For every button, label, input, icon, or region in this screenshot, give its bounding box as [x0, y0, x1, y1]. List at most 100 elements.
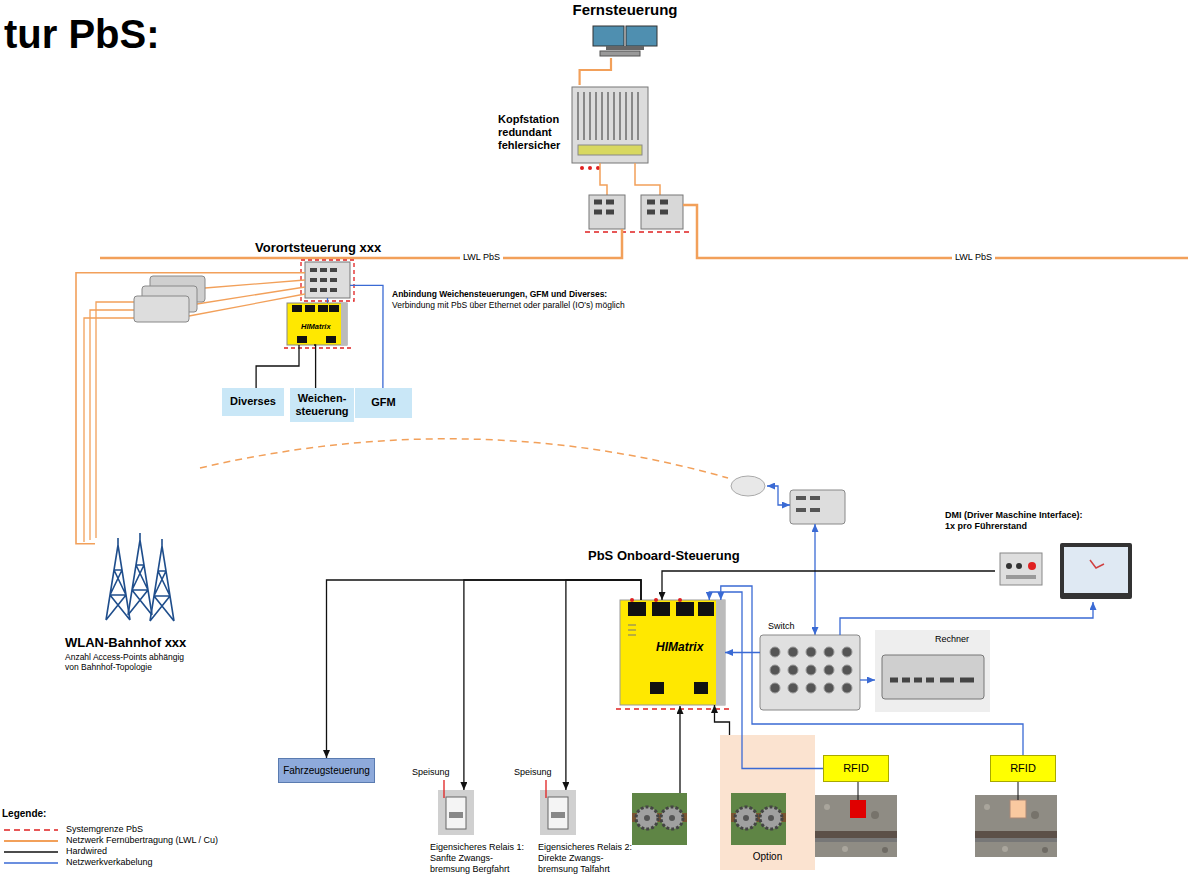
connector [580, 58, 611, 85]
dmi-devices [1060, 543, 1132, 599]
wlan-tower: WLAN-Bahnhof xxxAnzahl Access-Points abh… [95, 535, 180, 623]
connector [566, 580, 641, 790]
process-box: Fahrzeugsteuerung [278, 758, 375, 783]
relay: Eigensicheres Relais 1: Sanfte Zwangs- b… [438, 790, 474, 835]
node-text: HIMatrix [301, 322, 331, 331]
himatrix-onboard-device [650, 682, 664, 694]
himatrix-site-device [305, 305, 315, 312]
dmi-devices [1064, 547, 1128, 593]
legend-samples [4, 862, 58, 864]
connector [860, 679, 875, 680]
access-points [96, 302, 134, 538]
node-text: Weichen- steuerung [294, 392, 350, 418]
monitor-icon [600, 51, 640, 56]
rfid-tags [815, 782, 1057, 857]
site-switch-device [310, 270, 337, 290]
himatrix-site-device [297, 336, 307, 343]
head-station-rack [572, 87, 648, 170]
rfid-tags [815, 795, 897, 857]
head-station-rack [578, 145, 642, 155]
access-points [197, 287, 305, 304]
himatrix-onboard-device [652, 602, 670, 616]
connector [464, 580, 641, 790]
head-switches [585, 163, 690, 232]
network-switch-device [824, 665, 834, 675]
process-box: Weichen- steuerung [290, 388, 354, 422]
node-text: Eigensicheres Relais 1: Sanfte Zwangs- b… [430, 842, 530, 874]
process-box: Diverses [222, 388, 284, 416]
sensors [731, 793, 786, 845]
head-station-rack [580, 166, 584, 170]
head-switches [594, 202, 668, 212]
monitor-node: Fernsteuerung [590, 24, 660, 58]
rfid-tags [1018, 782, 1019, 800]
node-text: RFID [843, 762, 869, 775]
rfid-tags [858, 782, 859, 800]
connector [715, 705, 730, 735]
process-box: GFM [355, 388, 412, 418]
himatrix-site-device [326, 336, 336, 343]
relays [438, 780, 576, 835]
node-text: Switch [768, 621, 795, 632]
computer: Rechner [875, 630, 990, 712]
network-switch-device [788, 647, 798, 657]
network-switch-device [806, 683, 816, 693]
connector [840, 602, 1093, 635]
himatrix-site-device [287, 303, 347, 345]
annotation-label: Speisung [412, 767, 450, 778]
annotation-label: Anbindung Weichensteuerungen, GFM und Di… [392, 289, 607, 299]
network-switch-device [770, 665, 780, 675]
himatrix-onboard-device [616, 708, 730, 710]
annotation-label: Verbindung mit PbS über Ethernet oder pa… [392, 300, 625, 310]
sensors [720, 735, 815, 870]
dmi-devices [1028, 562, 1036, 570]
legend-samples [4, 840, 58, 842]
himatrix-site: HIMatrix [287, 303, 347, 345]
node-text: Eigensicheres Relais 2: Direkte Zwangs- … [538, 842, 638, 874]
onboard-controller: PbS Onboard-SteuerungHIMatrix [620, 600, 725, 705]
network-switch-device [760, 635, 860, 710]
network-switch-device [770, 647, 780, 657]
access-points [90, 310, 134, 540]
dmi-devices [1000, 553, 1042, 585]
node-text: Rechner [935, 634, 969, 645]
node-text: Diverses [230, 395, 276, 408]
relay: Eigensicheres Relais 2: Direkte Zwangs- … [540, 790, 576, 835]
himatrix-onboard-device [620, 600, 725, 705]
relays [446, 797, 466, 829]
radio-towers [106, 538, 130, 620]
legend-text: Netzwerk Fernübertragung (LWL / Cu) [66, 835, 218, 846]
connector [709, 592, 823, 769]
rfid-tags [850, 800, 866, 818]
page-title: tur PbS: [4, 10, 160, 58]
site-switch: Vorortsteuerung xxx [305, 262, 350, 298]
monitor-icon [593, 26, 624, 46]
monitor-icon [593, 26, 657, 56]
radio-link [200, 439, 728, 478]
radio-link [731, 476, 765, 496]
computer-device [882, 655, 984, 699]
network-switch-device [842, 647, 852, 657]
head-station-rack [572, 87, 648, 163]
himatrix-onboard-device [628, 602, 646, 616]
legend-text: Hardwired [66, 846, 107, 857]
connector [721, 586, 1023, 755]
site-switch-device [301, 260, 354, 301]
annotation-label: Legende: [2, 808, 46, 820]
monitor-icon [606, 46, 644, 50]
radio-towers [106, 533, 174, 621]
connector [256, 345, 299, 388]
fiber-line [100, 229, 622, 258]
access-points [84, 318, 134, 542]
connector [725, 652, 760, 653]
connector [327, 580, 642, 758]
network-switch-device [806, 665, 816, 675]
legend-samples [4, 851, 58, 853]
himatrix-onboard-device [694, 682, 708, 694]
network-switch-device [806, 647, 816, 657]
rfid-box: RFID [823, 755, 889, 782]
connector [350, 285, 383, 388]
fiber-line [683, 205, 1188, 258]
himatrix-site-device [341, 303, 347, 345]
